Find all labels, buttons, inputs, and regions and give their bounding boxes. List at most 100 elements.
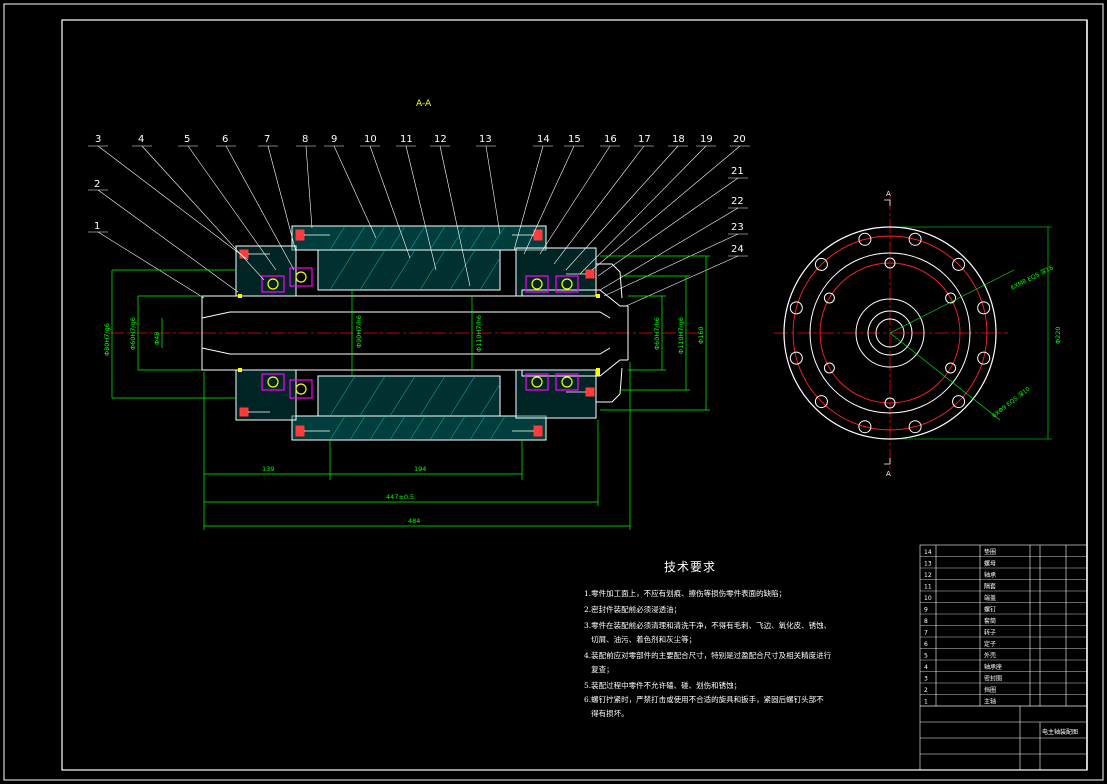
outer-bolt-hole xyxy=(858,420,872,434)
seal-markers xyxy=(238,294,600,376)
title-block-row-number: 5 xyxy=(924,653,928,660)
title-block-row-number: 9 xyxy=(924,607,928,614)
callout-14: 14 xyxy=(537,134,550,145)
title-block-row-label: 外壳 xyxy=(984,652,996,660)
note-4b: 复查； xyxy=(584,665,614,674)
callout-1: 1 xyxy=(94,221,100,232)
housing-upper xyxy=(235,225,623,299)
outer-bolt-hole xyxy=(952,257,966,271)
outer-bolt-hole xyxy=(977,351,991,365)
title-block-row-label: 螺钉 xyxy=(984,606,996,614)
callout-21: 21 xyxy=(731,166,744,177)
bearings xyxy=(261,267,579,399)
outer-bolt-hole xyxy=(858,232,872,246)
section-mark-bottom: A xyxy=(886,470,891,478)
outer-border xyxy=(3,3,1104,781)
title-block-row-number: 11 xyxy=(924,584,932,591)
end-flange-circle xyxy=(809,252,971,414)
title-block-row-label: 密封圈 xyxy=(984,675,1002,683)
title-block-row-label: 轴承 xyxy=(984,571,996,579)
callout-12: 12 xyxy=(434,134,447,145)
inner-bolt-hole xyxy=(945,292,957,304)
note-2: 2.密封件装配前必须浸透油； xyxy=(584,605,682,614)
end-label-d1: Φ220 xyxy=(1054,326,1062,344)
callout-15: 15 xyxy=(568,134,581,145)
callout-2: 2 xyxy=(94,179,100,190)
title-block-row-number: 2 xyxy=(924,687,928,694)
housing-lower xyxy=(235,367,623,441)
dim-d6: Φ60H7/h6 xyxy=(653,317,661,350)
callout-8: 8 xyxy=(302,134,308,145)
dim-d1: Φ80H7/g6 xyxy=(103,323,111,356)
title-block-row-label: 隔套 xyxy=(984,583,996,591)
title-block-row-label: 螺母 xyxy=(984,560,996,568)
title-block-row-number: 4 xyxy=(924,664,928,671)
inner-bolt-hole xyxy=(823,292,835,304)
callout-5: 5 xyxy=(184,134,190,145)
dim-d2: Φ60H7/g6 xyxy=(129,317,137,350)
title-block-row-number: 10 xyxy=(924,595,932,602)
title-block-row-number: 12 xyxy=(924,572,932,579)
bolt-shanks xyxy=(248,234,586,432)
note-1: 1.零件加工面上，不应有划痕、擦伤等损伤零件表面的缺陷； xyxy=(584,589,787,598)
title-block-row-number: 3 xyxy=(924,676,928,683)
callout-6: 6 xyxy=(222,134,228,145)
end-label-r2: 6XΦ9 EQS 深10 xyxy=(990,385,1032,420)
dim-len1: 139 xyxy=(262,465,274,473)
section-view: 1 2 3 4 5 6 7 8 9 10 11 12 13 14 15 16 1… xyxy=(88,134,750,530)
inner-bolt-holes xyxy=(823,257,957,409)
outer-bolt-hole xyxy=(952,395,966,409)
outer-bolt-hole xyxy=(789,351,803,365)
title-block-rows: 垫圈14螺母13轴承12隔套11端盖10螺钉9套筒8转子7定子6外壳5轴承座4密… xyxy=(920,548,1087,707)
title-block-row-label: 轴承座 xyxy=(984,663,1002,671)
title-block-row-label: 挡圈 xyxy=(984,686,996,694)
title-block-row-number: 14 xyxy=(924,549,932,556)
length-dims xyxy=(203,362,631,530)
end-hub-circle xyxy=(855,298,925,368)
title-block xyxy=(919,544,1088,771)
note-4: 4.装配前应对零部件的主要配合尺寸，特别是过盈配合尺寸及相关精度进行 xyxy=(584,651,832,660)
callout-3: 3 xyxy=(95,134,101,145)
dim-d4: Φ90H7/h6 xyxy=(355,315,363,348)
callout-9: 9 xyxy=(331,134,337,145)
callout-20: 20 xyxy=(733,134,746,145)
dim-len3: 447±0.5 xyxy=(386,493,414,501)
dim-d8: Φ160 xyxy=(697,326,705,344)
diameter-dims xyxy=(111,255,710,411)
note-6b: 得有损坏。 xyxy=(584,709,629,718)
callout-11: 11 xyxy=(400,134,413,145)
title-block-row-number: 1 xyxy=(924,699,928,706)
title-block-row-label: 主轴 xyxy=(984,698,996,706)
outer-bolt-holes xyxy=(789,232,991,434)
end-inner-bolt-circle xyxy=(819,262,961,404)
end-bolt-circle xyxy=(792,235,988,431)
callout-10: 10 xyxy=(364,134,377,145)
title-block-row-number: 7 xyxy=(924,630,928,637)
end-view: 6XM8 EQS 深16 6XΦ9 EQS 深10 Φ220 A A xyxy=(774,190,1062,478)
stator-hatch xyxy=(329,225,506,441)
callout-4: 4 xyxy=(138,134,144,145)
outer-bolt-hole xyxy=(908,232,922,246)
drawing-name: 电主轴装配图 xyxy=(1042,728,1078,736)
spindle-shaft xyxy=(201,289,629,377)
outer-bolt-hole xyxy=(977,301,991,315)
title-block-row-number: 6 xyxy=(924,641,928,648)
callout-16: 16 xyxy=(604,134,617,145)
section-arrows xyxy=(884,199,891,465)
leader-lines xyxy=(88,145,750,307)
callout-22: 22 xyxy=(731,196,744,207)
length-labels: 139 194 447±0.5 484 xyxy=(262,465,426,525)
note-3: 3.零件在装配前必须清理和清洗干净，不得有毛刺、飞边、氧化皮、锈蚀、 xyxy=(584,621,832,630)
diameter-labels: Φ80H7/g6 Φ60H7/g6 Φ48 Φ90H7/h6 Φ110H7/h6… xyxy=(103,315,705,356)
part-callouts: 1 2 3 4 5 6 7 8 9 10 11 12 13 14 15 16 1… xyxy=(94,134,746,255)
view-label: A-A xyxy=(416,99,432,109)
dim-len2: 194 xyxy=(414,465,426,473)
inner-bolt-hole xyxy=(884,397,896,409)
dim-d7: Φ110H7/g6 xyxy=(677,317,685,354)
outer-bolt-hole xyxy=(908,420,922,434)
section-mark-top: A xyxy=(886,190,891,198)
end-spindle-nose xyxy=(875,318,905,348)
outer-bolt-hole xyxy=(814,395,828,409)
callout-13: 13 xyxy=(479,134,492,145)
callout-18: 18 xyxy=(672,134,685,145)
